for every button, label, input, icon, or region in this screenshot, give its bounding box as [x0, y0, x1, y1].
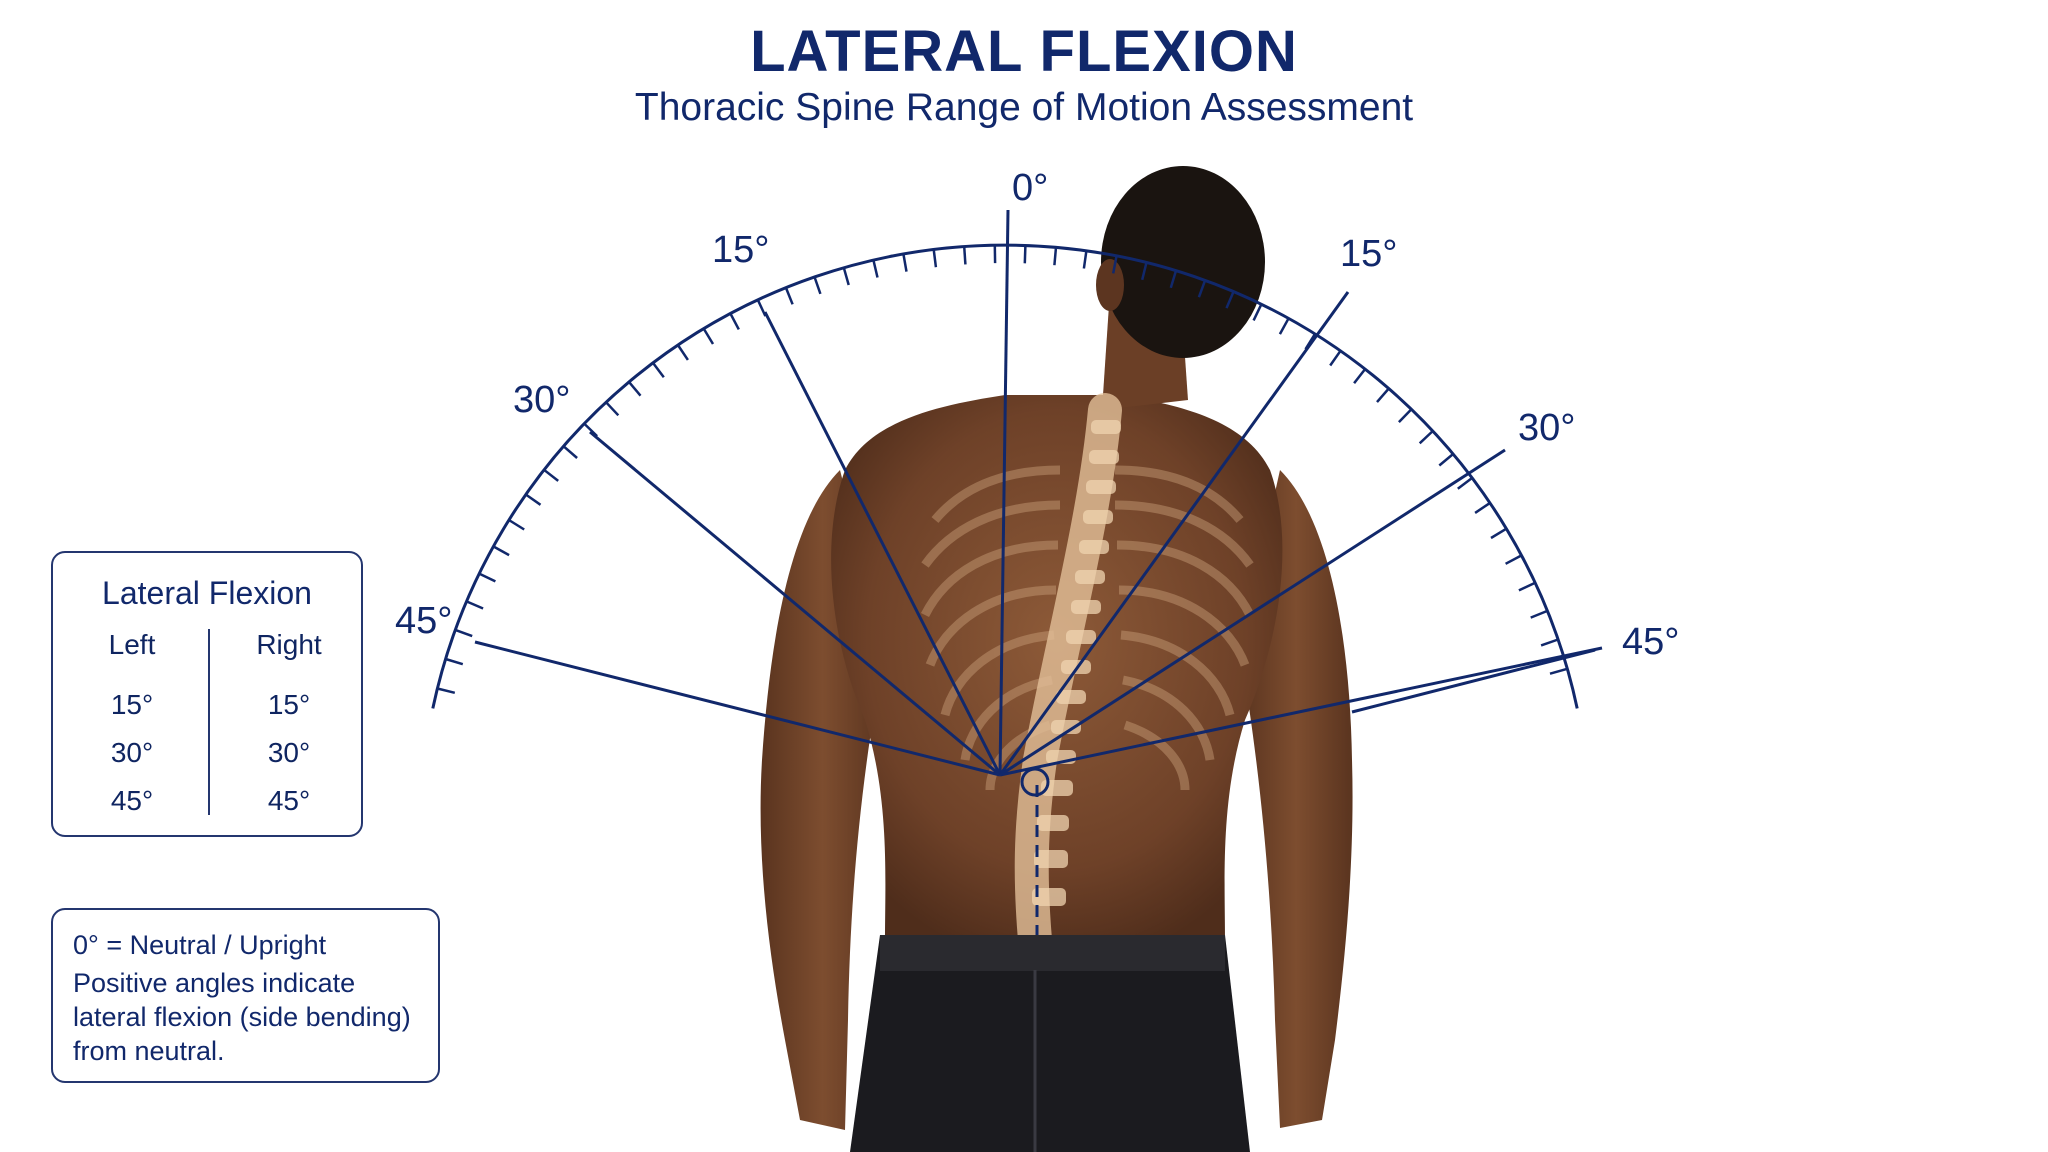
protractor-tick	[1549, 667, 1568, 675]
note-line-explanation: Positive angles indicate lateral flexion…	[73, 968, 411, 1066]
legend-right-header: Right	[256, 629, 322, 660]
legend-right-value: 45°	[267, 785, 311, 816]
protractor-tick	[1398, 408, 1413, 423]
protractor-tick	[651, 362, 665, 378]
protractor-tick	[1169, 270, 1178, 289]
protractor-tick	[478, 572, 496, 583]
protractor-tick	[813, 276, 822, 295]
protractor-tick	[1082, 250, 1088, 269]
waistband	[880, 935, 1225, 971]
protractor-tick	[562, 445, 578, 459]
protractor-tick	[1225, 291, 1235, 309]
legend-title: Lateral Flexion	[102, 575, 312, 611]
protractor-tick	[1111, 255, 1118, 274]
protractor-tick	[437, 687, 456, 695]
protractor-tick	[1023, 245, 1027, 264]
legend-right-column: Right 15° 30° 45°	[224, 629, 354, 825]
angle-ray	[998, 209, 1010, 776]
angle-ray-extension	[1351, 648, 1596, 714]
legend-left-column: Left 15° 30° 45°	[67, 629, 197, 825]
angle-rays	[474, 209, 1603, 777]
protractor-tick	[1474, 501, 1491, 514]
page-title: LATERAL FLEXION	[750, 19, 1298, 84]
protractor-tick	[492, 545, 510, 557]
protractor-tick	[1518, 581, 1536, 592]
protractor-tick	[466, 600, 484, 610]
legend-left-value: 15°	[110, 689, 154, 720]
protractor-tick	[508, 518, 525, 531]
page-subtitle: Thoracic Spine Range of Motion Assessmen…	[634, 86, 1414, 129]
angle-ray	[999, 646, 1603, 777]
protractor-tick	[902, 253, 908, 272]
protractor-ticks	[437, 245, 1568, 695]
protractor-tick	[702, 327, 715, 345]
angle-label-right-30: 30°	[1518, 407, 1575, 449]
legend-box: Lateral Flexion Left 15° 30° 45° Right 1…	[51, 551, 363, 837]
protractor-tick	[583, 422, 598, 437]
angle-label-left-30: 30°	[513, 379, 570, 421]
angle-ray	[763, 311, 1002, 776]
shorts	[850, 935, 1250, 1152]
head	[1101, 166, 1265, 358]
protractor-tick	[729, 312, 740, 330]
protractor-tick	[1376, 387, 1390, 403]
pivot-marker	[1020, 767, 1050, 797]
rib-cage	[920, 465, 1255, 791]
angle-label-right-45: 45°	[1622, 621, 1679, 663]
angle-label-0: 0°	[1012, 167, 1048, 209]
protractor-tick	[525, 493, 542, 506]
note-box: 0° = Neutral / Upright Positive angles i…	[51, 908, 440, 1083]
legend-left-header: Left	[108, 629, 156, 660]
angle-label-left-15: 15°	[712, 229, 769, 271]
protractor-tick	[1418, 430, 1434, 445]
protractor	[431, 209, 1603, 935]
legend-left-value: 45°	[110, 785, 154, 816]
protractor-tick	[454, 628, 473, 638]
angle-label-left-45: 45°	[395, 600, 452, 642]
legend-divider	[208, 629, 210, 815]
protractor-tick	[1490, 527, 1508, 540]
protractor-tick	[962, 246, 967, 265]
protractor-tick	[676, 344, 689, 361]
protractor-tick	[1140, 262, 1148, 281]
person-back-figure	[760, 166, 1353, 1152]
vertebrae	[1032, 420, 1121, 906]
angle-ray	[589, 430, 1001, 777]
legend-right-value: 30°	[267, 737, 311, 768]
protractor-tick	[445, 657, 464, 666]
angle-ray	[999, 448, 1506, 777]
protractor-tick	[1278, 317, 1290, 335]
protractor-tick	[1053, 247, 1058, 266]
protractor-tick	[932, 249, 938, 268]
legend-left-value: 30°	[110, 737, 154, 768]
protractor-tick	[628, 381, 642, 397]
spine	[1014, 393, 1122, 957]
protractor-tick	[872, 259, 879, 278]
protractor-tick	[605, 401, 620, 417]
angle-labels: 0° 15° 30° 45° 15° 30° 45°	[395, 167, 1679, 663]
protractor-tick	[1505, 554, 1523, 565]
protractor-tick	[1530, 609, 1548, 619]
ear	[1096, 259, 1124, 311]
protractor-tick	[784, 287, 794, 305]
protractor-tick	[1197, 279, 1207, 298]
protractor-tick	[1252, 303, 1263, 321]
protractor-tick	[1457, 476, 1473, 490]
protractor-tick	[842, 267, 850, 286]
note-line-neutral: 0° = Neutral / Upright	[73, 930, 327, 960]
protractor-tick	[1438, 453, 1454, 467]
protractor-tick	[1540, 638, 1559, 647]
angle-label-right-15: 15°	[1340, 233, 1397, 275]
protractor-tick	[543, 468, 559, 482]
angle-ray	[474, 640, 1001, 777]
angle-ray	[998, 291, 1350, 776]
protractor-tick	[1329, 350, 1342, 367]
protractor-arc	[431, 243, 1579, 709]
protractor-tick	[1353, 368, 1367, 384]
legend-right-value: 15°	[267, 689, 311, 720]
